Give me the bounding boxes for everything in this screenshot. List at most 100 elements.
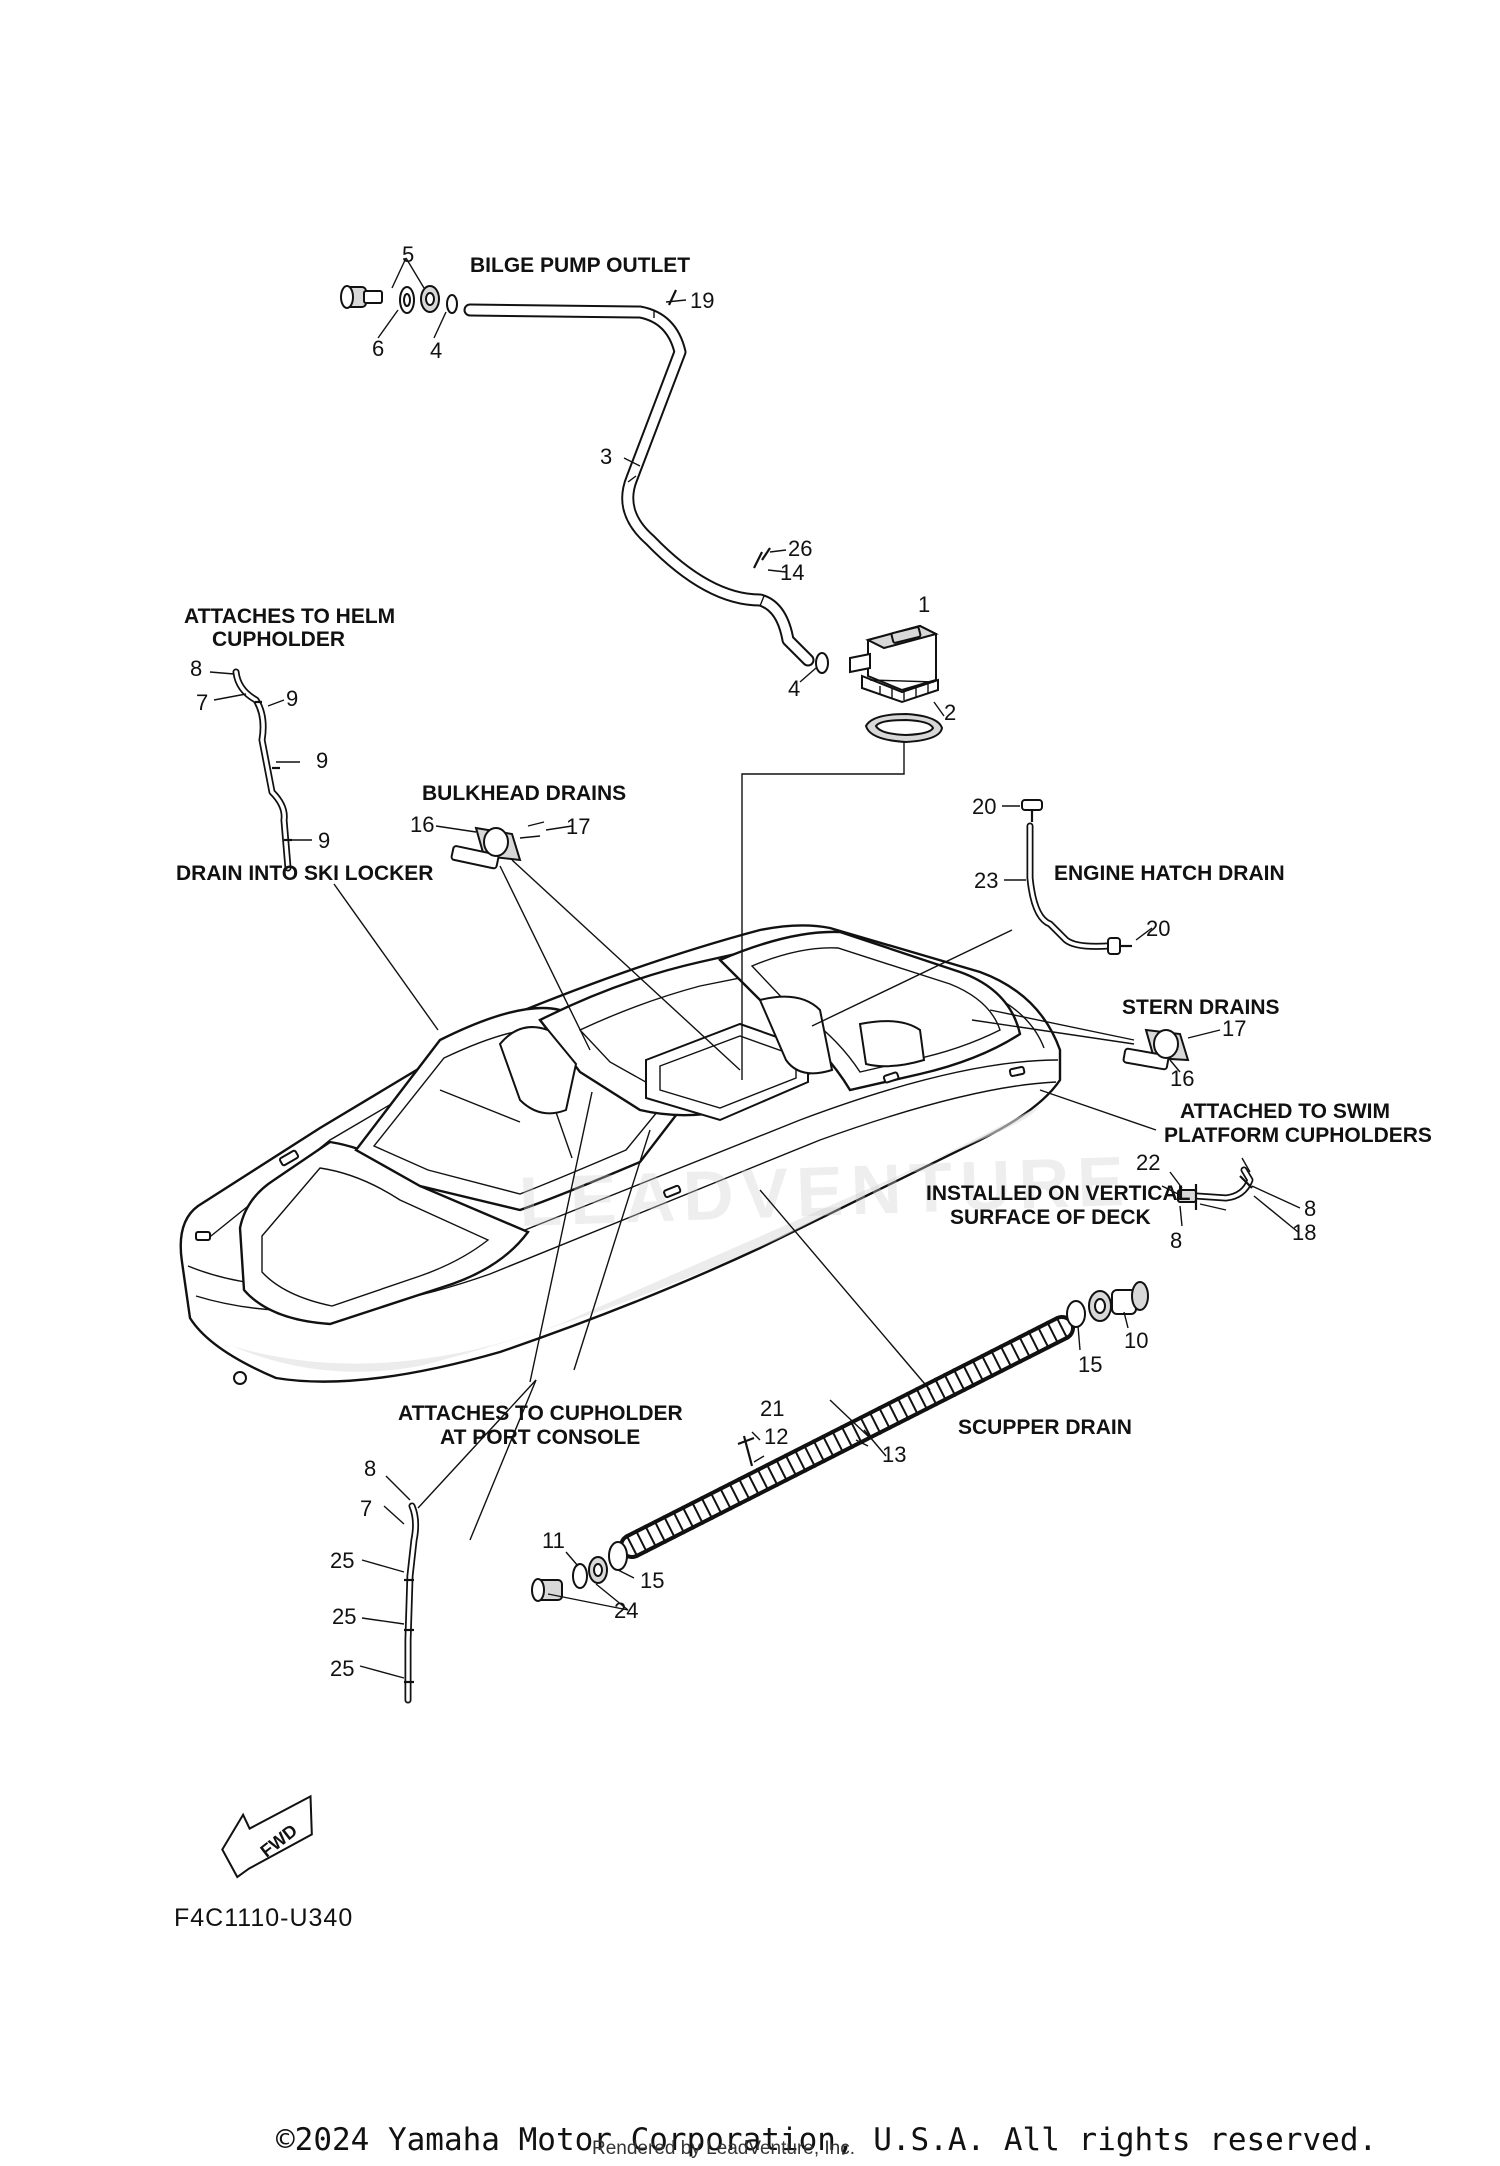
scupper-hose-rib bbox=[643, 1524, 658, 1549]
callout-9b: 9 bbox=[316, 748, 328, 773]
callout-16a: 16 bbox=[410, 812, 434, 837]
scupper-hose-rib bbox=[999, 1344, 1013, 1369]
scupper-hose-rib bbox=[802, 1443, 817, 1469]
scupper-hose-rib bbox=[858, 1415, 873, 1440]
scupper-hose-rib bbox=[961, 1363, 976, 1388]
callout-14: 14 bbox=[780, 560, 804, 585]
callout-23: 23 bbox=[974, 868, 998, 893]
callout-11: 11 bbox=[542, 1528, 565, 1553]
scupper-hose-rib bbox=[868, 1410, 882, 1435]
scupper-hose-rib bbox=[1055, 1315, 1069, 1341]
section-labels: BILGE PUMP OUTLET ATTACHES TO HELM CUPHO… bbox=[176, 254, 1432, 1449]
label-scupper-drain: SCUPPER DRAIN bbox=[958, 1416, 1132, 1439]
label-drain-ski-locker: DRAIN INTO SKI LOCKER bbox=[176, 862, 433, 885]
label-attaches-helm-1: ATTACHES TO HELM bbox=[184, 605, 395, 628]
callout-4b: 4 bbox=[788, 676, 800, 701]
callout-6: 6 bbox=[372, 336, 384, 361]
callout-24: 24 bbox=[614, 1598, 638, 1623]
label-attaches-helm-2: CUPHOLDER bbox=[212, 628, 345, 651]
scupper-hose-rib bbox=[1036, 1325, 1051, 1350]
scupper-hose-rib bbox=[1008, 1339, 1022, 1364]
callout-15b: 15 bbox=[640, 1568, 664, 1593]
scupper-hose-rib bbox=[690, 1500, 705, 1525]
scupper-hose-rib bbox=[774, 1458, 789, 1483]
callout-numbers: 5 6 4 19 3 26 14 1 4 2 8 7 9 9 9 16 17 2… bbox=[190, 242, 1316, 1681]
callout-7a: 7 bbox=[196, 690, 208, 715]
pump-strainer-base bbox=[864, 701, 945, 744]
scupper-hose-rib bbox=[896, 1396, 910, 1421]
callout-21: 21 bbox=[760, 1396, 784, 1421]
outlet-fitting-parts bbox=[340, 285, 458, 314]
scupper-hose-rib bbox=[830, 1429, 845, 1454]
label-vertical-2: SURFACE OF DECK bbox=[950, 1206, 1151, 1229]
callout-7b: 7 bbox=[360, 1496, 372, 1521]
callout-9c: 9 bbox=[318, 828, 330, 853]
callout-5: 5 bbox=[402, 242, 414, 267]
callout-17b: 17 bbox=[1222, 1016, 1246, 1041]
callout-8a: 8 bbox=[190, 656, 202, 681]
leader-lines bbox=[209, 257, 1301, 1679]
scupper-hose-rib bbox=[1027, 1330, 1041, 1355]
scupper-hose-rib bbox=[980, 1353, 994, 1378]
callout-20b: 20 bbox=[1146, 916, 1170, 941]
callout-3: 3 bbox=[600, 444, 612, 469]
stern-drain-fitting bbox=[1122, 1028, 1190, 1071]
callout-13: 13 bbox=[882, 1442, 906, 1467]
scupper-hose-rib bbox=[821, 1434, 836, 1459]
callout-4: 4 bbox=[430, 338, 442, 363]
label-swim-cup-2: PLATFORM CUPHOLDERS bbox=[1164, 1124, 1432, 1147]
callout-10: 10 bbox=[1124, 1328, 1148, 1353]
engine-hatch-drain-hose bbox=[1021, 799, 1132, 955]
scupper-hose-rib bbox=[728, 1481, 742, 1506]
scupper-hose-rib bbox=[756, 1467, 770, 1492]
callout-9a: 9 bbox=[286, 686, 298, 711]
scupper-hose-rib bbox=[952, 1368, 966, 1393]
scupper-hose-rib bbox=[672, 1510, 686, 1535]
callout-22: 22 bbox=[1136, 1150, 1160, 1175]
scupper-hose-rib bbox=[625, 1533, 639, 1559]
hose-ties bbox=[668, 289, 771, 569]
scupper-fittings-left bbox=[531, 1541, 628, 1602]
callout-25a: 25 bbox=[330, 1548, 354, 1573]
label-stern-drains: STERN DRAINS bbox=[1122, 996, 1280, 1019]
scupper-hose-rib bbox=[812, 1439, 826, 1464]
callout-18: 18 bbox=[1292, 1220, 1316, 1245]
callout-25b: 25 bbox=[332, 1604, 356, 1629]
scupper-hose-rib bbox=[1017, 1334, 1032, 1360]
callout-15a: 15 bbox=[1078, 1352, 1102, 1377]
label-bilge-pump-outlet: BILGE PUMP OUTLET bbox=[470, 254, 690, 277]
copyright-notice: ©2024 Yamaha Motor Corporation, U.S.A. A… bbox=[276, 2122, 1377, 2158]
scupper-hose-rib bbox=[915, 1387, 929, 1412]
scupper-hose-rib bbox=[718, 1486, 733, 1511]
scupper-hose-rib bbox=[662, 1514, 677, 1540]
figure-code: F4C1110-U340 bbox=[174, 1904, 353, 1932]
scupper-drain-hose bbox=[619, 1315, 1075, 1559]
scupper-hose-rib bbox=[700, 1496, 714, 1521]
label-vertical-1: INSTALLED ON VERTICAL bbox=[926, 1182, 1191, 1205]
port-console-drain-hose bbox=[404, 1502, 420, 1704]
scupper-hose-rib bbox=[933, 1377, 948, 1402]
scupper-hose-rib bbox=[905, 1391, 920, 1416]
scupper-hose-rib bbox=[840, 1424, 854, 1450]
scupper-hose-rib bbox=[793, 1448, 807, 1473]
fwd-arrow-icon: FWD bbox=[221, 1794, 313, 1879]
scupper-hose-rib bbox=[784, 1453, 798, 1478]
pump-hose-clamp bbox=[815, 652, 829, 674]
scupper-hose-rib bbox=[989, 1349, 1004, 1374]
rendered-by: Rendered by LeadVenture, Inc. bbox=[592, 2138, 855, 2159]
scupper-hose-rib bbox=[653, 1519, 667, 1544]
label-engine-hatch-drain: ENGINE HATCH DRAIN bbox=[1054, 862, 1285, 885]
helm-cupholder-drain-hose bbox=[232, 668, 292, 872]
callout-12: 12 bbox=[764, 1424, 788, 1449]
label-port-console-2: AT PORT CONSOLE bbox=[440, 1426, 640, 1449]
scupper-hose-rib bbox=[765, 1462, 779, 1487]
callout-16b: 16 bbox=[1170, 1066, 1194, 1091]
scupper-hose-rib bbox=[634, 1529, 649, 1554]
scupper-hose-rib bbox=[849, 1420, 864, 1445]
label-bulkhead-drains: BULKHEAD DRAINS bbox=[422, 782, 626, 805]
callout-26: 26 bbox=[788, 536, 812, 561]
callout-1: 1 bbox=[918, 592, 930, 617]
scupper-hose-rib bbox=[737, 1477, 751, 1502]
scupper-hose-rib bbox=[877, 1405, 892, 1431]
